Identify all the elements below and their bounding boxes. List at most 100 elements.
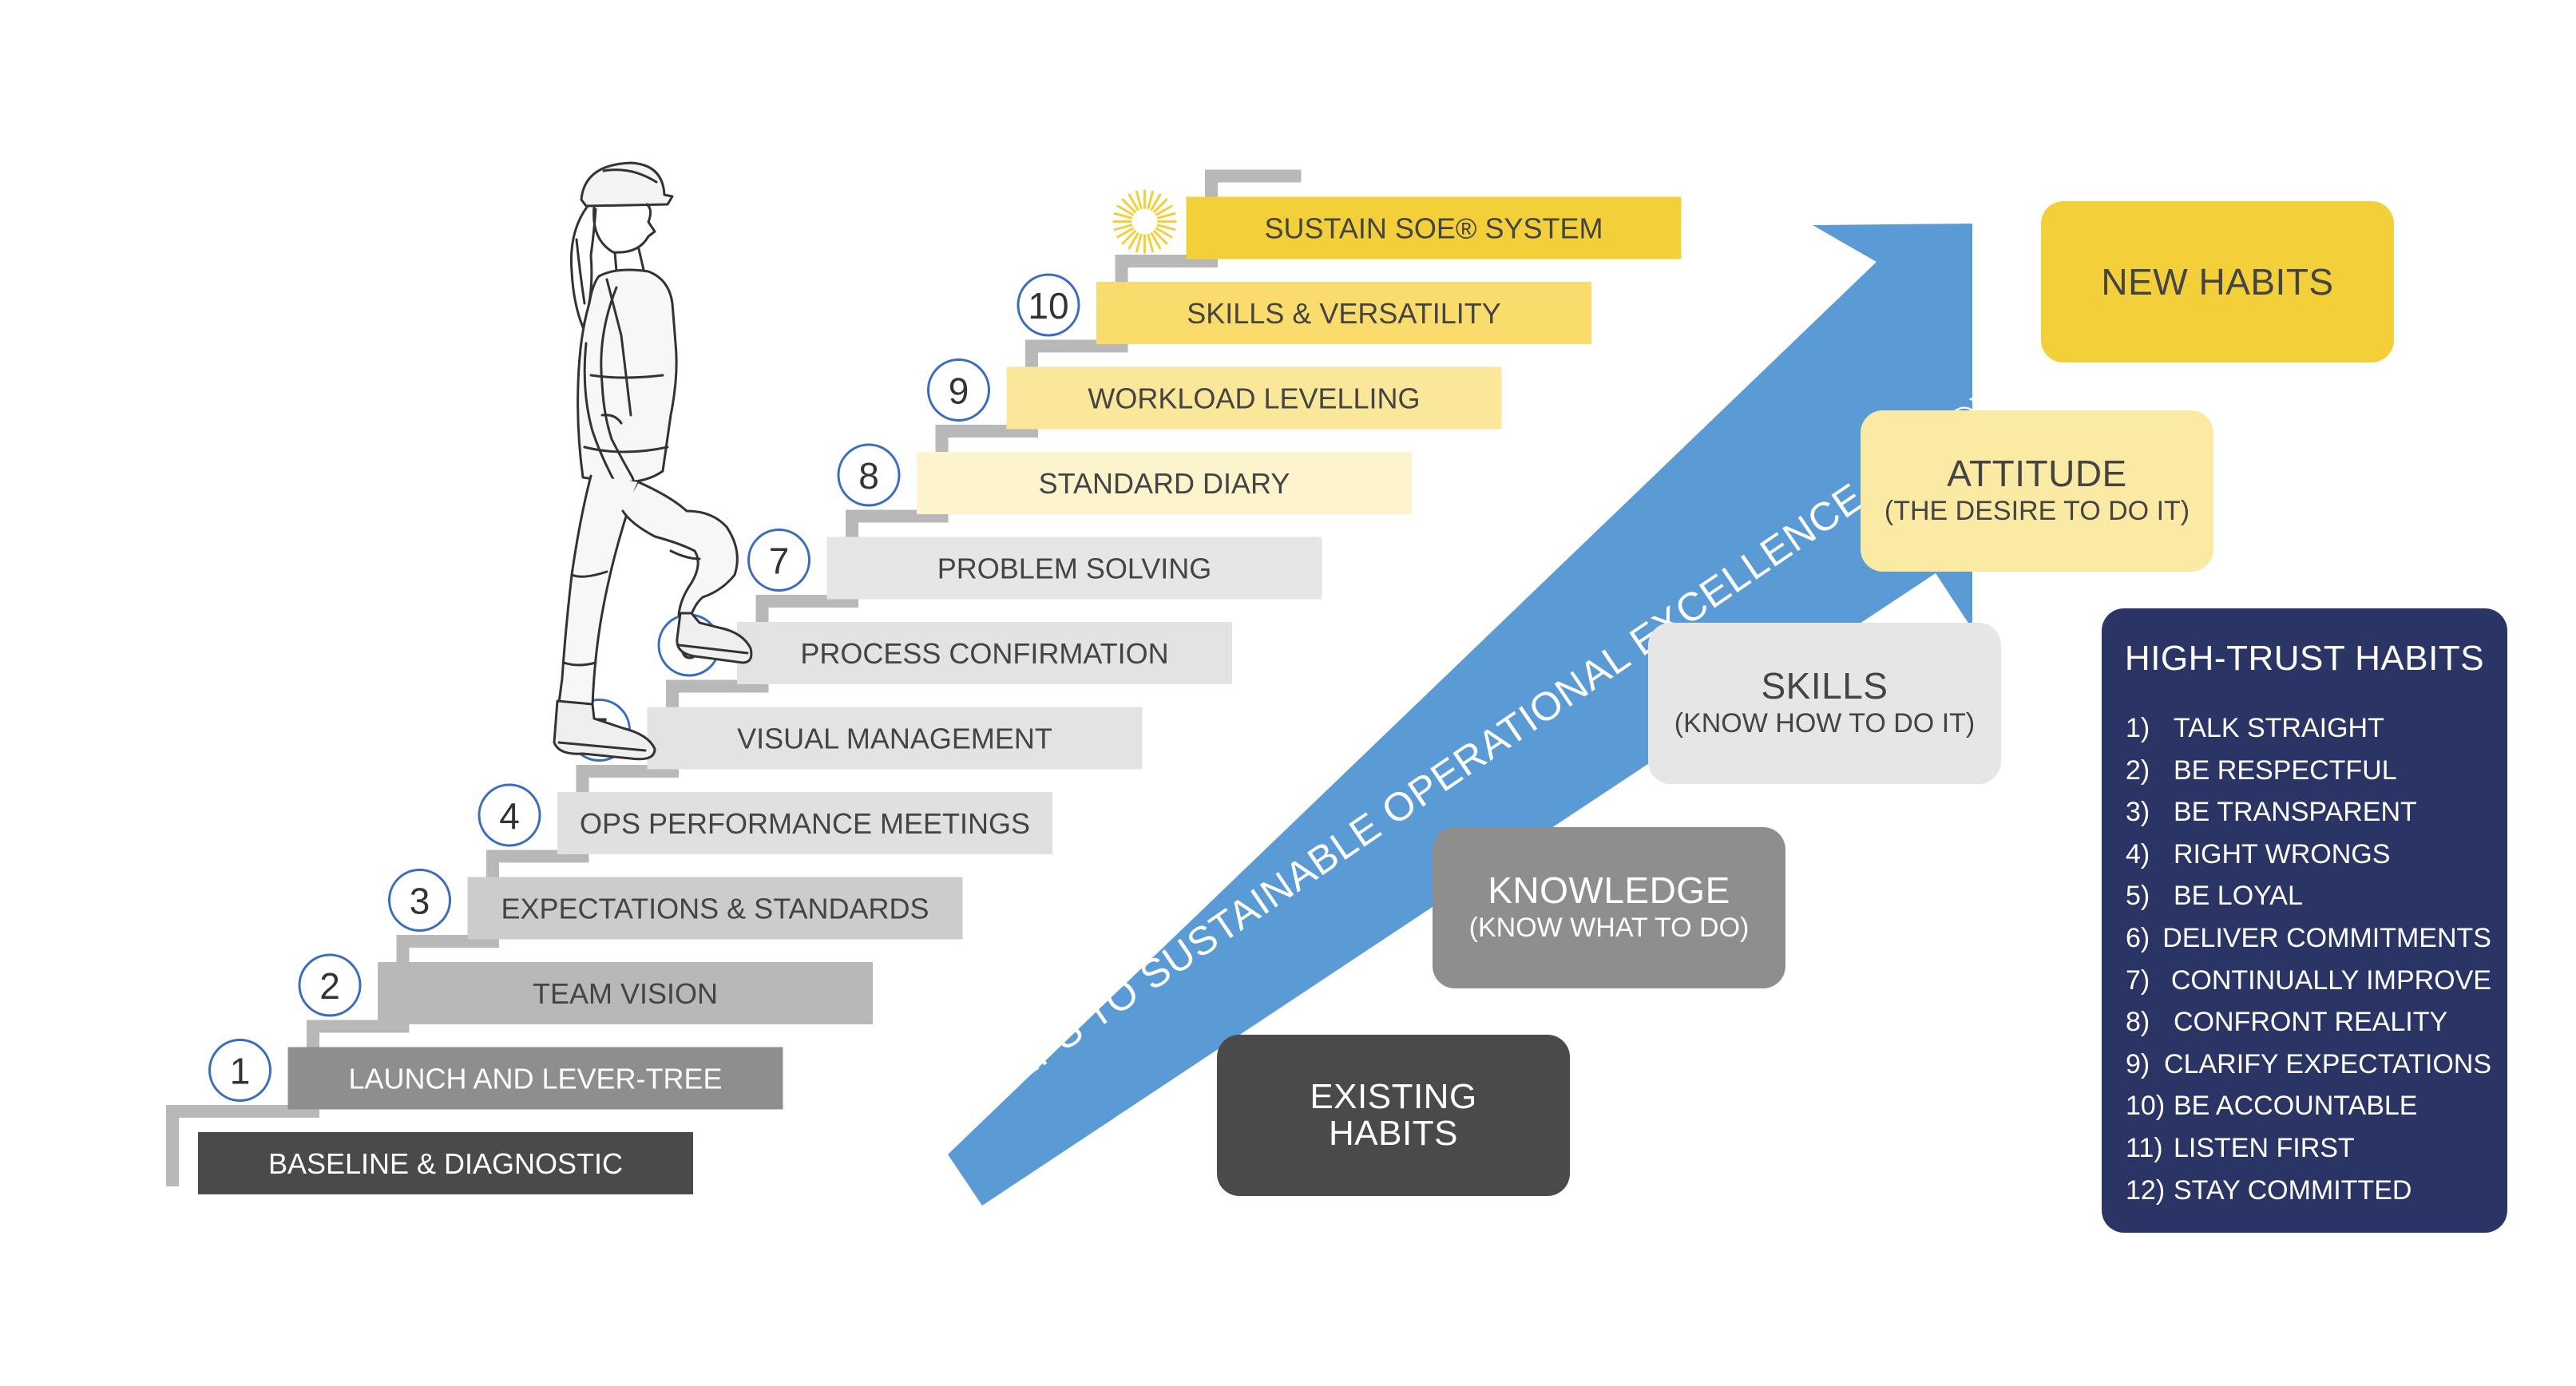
step-label: WORKLOAD LEVELLING (1088, 382, 1420, 415)
list-item-number: 11) (2126, 1132, 2163, 1163)
sun-ray (1116, 227, 1135, 239)
step-5: VISUAL MANAGEMENT (647, 707, 1143, 770)
list-item-number: 10) (2126, 1091, 2166, 1122)
sun-ray (1121, 229, 1137, 245)
sun-ray (1156, 224, 1176, 232)
list-item-number: 7) (2126, 964, 2150, 996)
new-habits-title: NEW HABITS (2101, 261, 2334, 303)
step-bar (198, 1132, 693, 1194)
step-3: EXPECTATIONS & STANDARDS (467, 877, 963, 940)
list-item: 11) LISTEN FIRST (2126, 1127, 2491, 1170)
list-item-text: TALK STRAIGHT (2174, 713, 2384, 743)
soe-arrow-shape (948, 224, 1972, 1206)
list-item-text: STAY COMMITTED (2174, 1174, 2412, 1206)
list-item: 2) BE RESPECTFUL (2126, 750, 2491, 792)
step-label: OPS PERFORMANCE MEETINGS (580, 807, 1030, 840)
step-7: PROBLEM SOLVING (826, 537, 1322, 600)
number-circle (208, 1039, 271, 1102)
step-2: TEAM VISION (378, 962, 873, 1024)
existing-habits-line2: HABITS (1329, 1114, 1458, 1153)
step-1: LAUNCH AND LEVER-TREE (287, 1047, 783, 1110)
step-9: WORKLOAD LEVELLING (1006, 366, 1502, 430)
attitude-title: ATTITUDE (1947, 453, 2127, 494)
sun-ray (1147, 190, 1155, 210)
step-bar (557, 792, 1052, 854)
step-number-2: 2 (298, 953, 362, 1017)
number-text: 2 (319, 965, 340, 1007)
list-item: 10) BE ACCOUNTABLE (2126, 1085, 2491, 1127)
step-6: PROCESS CONFIRMATION (737, 622, 1232, 684)
list-item: 4)RIGHT WRONGS (2126, 834, 2491, 876)
list-item: 7) CONTINUALLY IMPROVE (2126, 960, 2491, 1002)
list-item-text: BE RESPECTFUL (2174, 754, 2397, 786)
number-text: 1 (230, 1051, 251, 1092)
existing-habits-line1: EXISTING (1310, 1077, 1477, 1116)
list-item-number: 9) (2126, 1048, 2150, 1079)
knowledge-subtitle: (KNOW WHAT TO DO) (1468, 913, 1750, 943)
step-bar (737, 622, 1232, 684)
sun-ray (1156, 212, 1176, 220)
sun-ray (1135, 233, 1143, 253)
number-circle (927, 358, 990, 422)
skills-subtitle: (KNOW HOW TO DO IT) (1674, 708, 1976, 739)
knowledge-title: KNOWLEDGE (1488, 869, 1730, 911)
sun-ray (1121, 198, 1137, 214)
step-number-10: 10 (1017, 273, 1080, 337)
list-item: 9)CLARIFY EXPECTATIONS (2126, 1043, 2491, 1086)
step-label: TEAM VISION (533, 977, 718, 1010)
step-label: STANDARD DIARY (1039, 467, 1290, 500)
number-circle (837, 443, 901, 507)
list-item: 6) DELIVER COMMITMENTS (2126, 917, 2491, 960)
list-item: 12)STAY COMMITTED (2126, 1170, 2491, 1212)
list-item-number: 5) (2126, 881, 2150, 912)
step-number-8: 8 (837, 443, 901, 507)
sun-ray (1113, 224, 1133, 232)
step-label: SKILLS & VERSATILITY (1187, 297, 1501, 330)
step-bar (647, 707, 1143, 770)
high-trust-habits-panel: HIGH-TRUST HABITS 1)TALK STRAIGHT 2)BE R… (2102, 608, 2507, 1233)
step-bar (467, 877, 963, 940)
sun-ray (1127, 193, 1139, 212)
sun-ray (1150, 232, 1162, 250)
sun-ray (1155, 204, 1173, 216)
list-item-text: BE ACCOUNTABLE (2174, 1091, 2418, 1122)
step-number-7: 7 (747, 529, 810, 592)
sun-ray (1152, 229, 1168, 245)
list-item-number: 6) (2126, 922, 2150, 953)
step-8: STANDARD DIARY (917, 452, 1412, 514)
number-circle (1017, 273, 1080, 337)
number-text: 3 (410, 881, 430, 922)
skills-title: SKILLS (1761, 665, 1888, 707)
high-trust-title: HIGH-TRUST HABITS (2124, 639, 2485, 678)
number-text: 9 (949, 370, 969, 412)
step-4: OPS PERFORMANCE MEETINGS (557, 792, 1052, 854)
list-item-text: BE LOYAL (2174, 881, 2303, 912)
list-item-text: DELIVER COMMITMENTS (2162, 922, 2491, 953)
step-11: SUSTAIN SOE® SYSTEM (1186, 196, 1682, 259)
attitude-subtitle: (THE DESIRE TO DO IT) (1884, 496, 2190, 526)
list-item-text: CONTINUALLY IMPROVE (2170, 964, 2491, 996)
high-trust-list: 1)TALK STRAIGHT 2)BE RESPECTFUL 3)BE TRA… (2126, 707, 2491, 1211)
sun-ray (1127, 232, 1139, 250)
number-text: 4 (499, 795, 520, 837)
list-item-number: 3) (2126, 797, 2150, 828)
list-item-number: 12) (2126, 1174, 2166, 1206)
sun-icon (1112, 189, 1177, 254)
sun-ray (1113, 212, 1133, 220)
sun-ray (1147, 233, 1155, 253)
step-label: PROCESS CONFIRMATION (800, 637, 1168, 670)
step-number-9: 9 (927, 358, 990, 422)
number-circle (298, 953, 362, 1017)
step-bar (917, 452, 1412, 514)
list-item: 5) BE LOYAL (2126, 875, 2491, 917)
step-label: VISUAL MANAGEMENT (737, 723, 1052, 755)
list-item-text: RIGHT WRONGS (2174, 838, 2391, 869)
worker-climbing-icon (553, 161, 753, 761)
step-number-3: 3 (388, 869, 451, 932)
list-item-number: 8) (2126, 1007, 2150, 1038)
list-item-number: 2) (2126, 754, 2150, 786)
number-text: 8 (858, 455, 879, 497)
new-habits-box: NEW HABITS (2041, 201, 2394, 362)
list-item-text: LISTEN FIRST (2174, 1132, 2355, 1163)
